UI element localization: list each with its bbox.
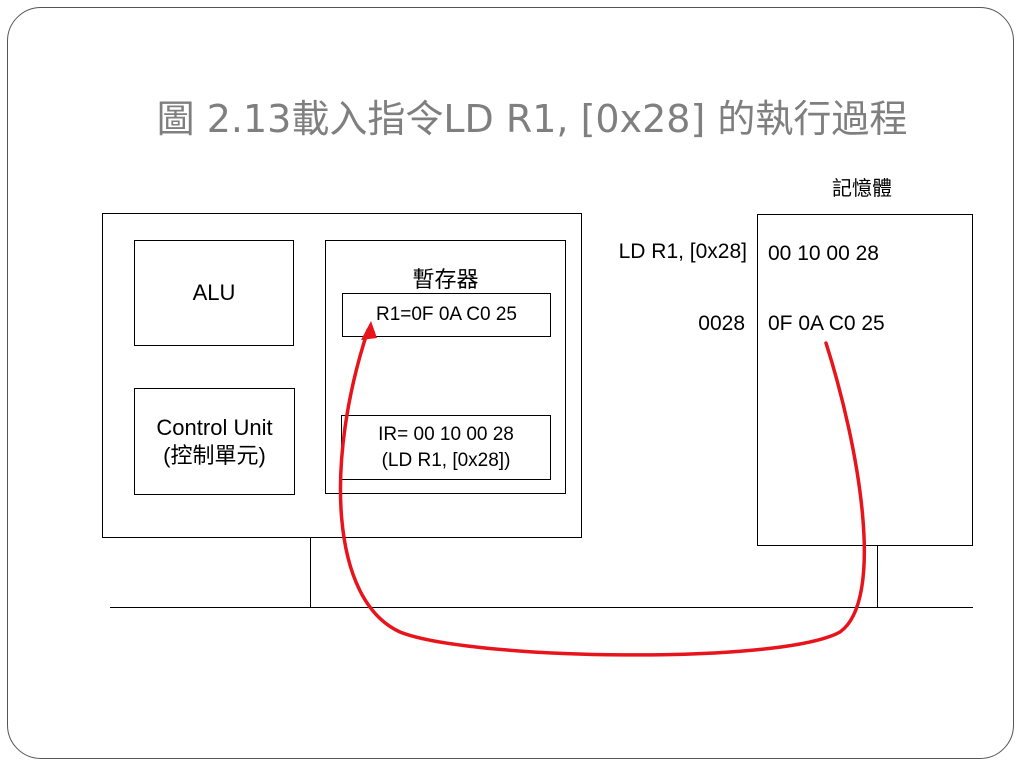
alu-label: ALU xyxy=(192,280,236,305)
memory-bus-connector xyxy=(877,546,878,608)
memory-content-0: 00 10 00 28 xyxy=(768,242,879,265)
memory-address-0: LD R1, [0x28] xyxy=(618,240,747,263)
memory-address-1: 0028 xyxy=(698,312,745,335)
r1-value: R1=0F 0A C0 25 xyxy=(375,304,517,325)
ir-instruction: (LD R1, [0x28]) xyxy=(381,449,511,471)
ir-value: IR= 00 10 00 28 xyxy=(378,423,514,445)
registers-label: 暫存器 xyxy=(412,267,479,292)
alu-box: ALU xyxy=(134,240,294,346)
control-unit-label: Control Unit xyxy=(156,414,273,440)
slide-frame xyxy=(7,7,1014,759)
system-bus xyxy=(110,607,973,608)
memory-label: 記憶體 xyxy=(832,178,892,200)
control-unit-sublabel: (控制單元) xyxy=(163,442,266,468)
cpu-bus-connector xyxy=(310,538,311,608)
control-unit-box: Control Unit (控制單元) xyxy=(134,388,295,495)
r1-register: R1=0F 0A C0 25 xyxy=(342,293,551,337)
memory-content-1: 0F 0A C0 25 xyxy=(768,312,885,335)
ir-register: IR= 00 10 00 28 (LD R1, [0x28]) xyxy=(341,415,551,480)
slide-title: 圖 2.13載入指令LD R1, [0x28] 的執行過程 xyxy=(156,97,908,141)
